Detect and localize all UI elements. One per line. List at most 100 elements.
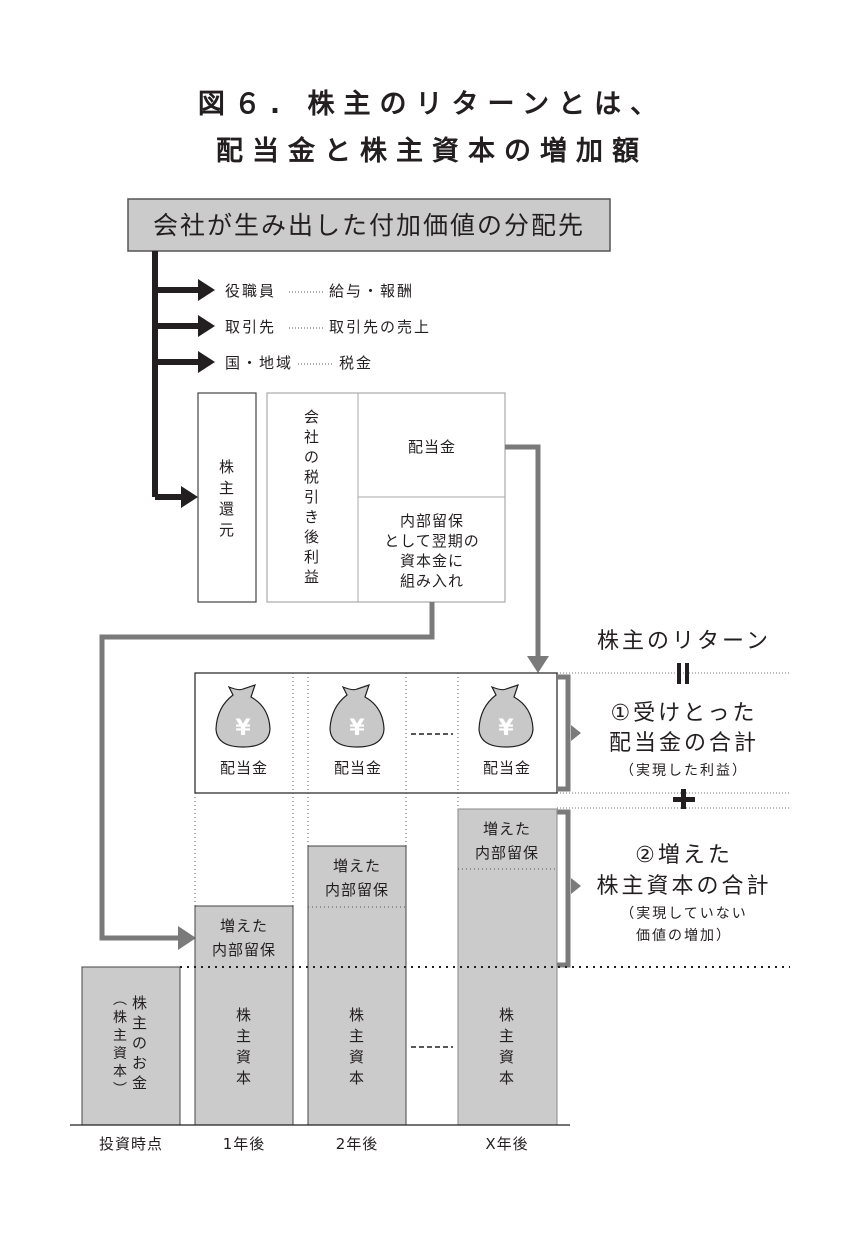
arrow-right-icon (178, 926, 196, 950)
svg-text:資: 資 (113, 1046, 129, 1062)
bar-initial: 株 主 の お 金 ︵ 株 主 資 本 ︶ (81, 966, 181, 1126)
svg-text:株: 株 (113, 1010, 129, 1026)
item-salary: 給与・報酬 (329, 282, 414, 300)
branch-shareholders (155, 486, 198, 508)
svg-text:利: 利 (304, 548, 320, 566)
retained-flow-arrow (99, 602, 435, 941)
timeline-label-year2: 2年後 (336, 1135, 379, 1153)
component2-note1: （実現していない (620, 906, 748, 922)
arrow-right-icon (198, 279, 215, 301)
dividend-label-year1: 配当金 (220, 759, 268, 777)
svg-text:資: 資 (236, 1048, 252, 1066)
svg-text:︶: ︶ (113, 1082, 129, 1098)
svg-text:主: 主 (499, 1027, 515, 1045)
svg-text:本: 本 (499, 1069, 515, 1087)
svg-text:資: 資 (499, 1048, 515, 1066)
arrow-right-icon (198, 351, 215, 373)
svg-text:金: 金 (132, 1074, 148, 1092)
component2-line2: 株主資本の合計 (596, 874, 771, 899)
timeline-label-yearx: X年後 (485, 1135, 528, 1153)
recipient-suppliers: 取引先 (225, 318, 276, 336)
plus-icon (673, 789, 695, 809)
header-box (127, 198, 611, 252)
equity-label-yearx: 株 主 資 本 (499, 1006, 515, 1087)
svg-text:として翌期の: として翌期の (384, 532, 480, 550)
component1-line1: ①受けとった (610, 701, 757, 726)
equals-icon (677, 663, 689, 684)
dividend-cell: 配当金 (408, 438, 456, 456)
increased-retained-line1: 増えた (483, 820, 531, 838)
recipient-government: 国・地域 (225, 354, 293, 372)
item-sales: 取引先の売上 (329, 318, 431, 336)
arrow-right-icon (571, 878, 581, 894)
svg-text:き: き (304, 508, 320, 526)
timeline-label-year1: 1年後 (223, 1135, 266, 1153)
svg-text:社: 社 (304, 428, 320, 446)
component1-note: （実現した利益） (620, 763, 748, 779)
svg-text:株: 株 (219, 458, 235, 476)
header-box-label: 会社が生み出した付加価値の分配先 (153, 211, 585, 240)
svg-text:本: 本 (113, 1064, 129, 1080)
svg-text:組み入れ: 組み入れ (400, 572, 464, 590)
title-line2: 配当金と株主資本の増加額 (216, 135, 648, 167)
bar-year1: 増えた 内部留保 (194, 905, 294, 1126)
svg-text:株: 株 (499, 1006, 515, 1024)
bracket-equity (557, 809, 571, 968)
svg-text:資: 資 (349, 1048, 365, 1066)
svg-text:の: の (304, 448, 320, 466)
svg-text:会: 会 (304, 408, 320, 426)
increased-retained-line2: 内部留保 (325, 881, 389, 899)
svg-text:税: 税 (304, 468, 320, 486)
return-label: 株主のリターン (597, 629, 771, 654)
item-tax: 税金 (339, 354, 373, 372)
svg-text:お: お (132, 1054, 148, 1072)
increased-retained-line2: 内部留保 (212, 941, 276, 959)
arrow-right-icon (571, 725, 581, 741)
shareholder-return-box (197, 392, 257, 603)
svg-text:主: 主 (236, 1027, 252, 1045)
svg-text:元: 元 (219, 521, 235, 539)
retained-earnings-cell: 内部留保 として翌期の 資本金に 組み入れ (384, 512, 480, 590)
branch-government (155, 351, 215, 373)
bar-year2: 増えた 内部留保 (307, 845, 407, 1126)
dividend-label-yearx: 配当金 (483, 759, 531, 777)
branch-employees (155, 279, 215, 301)
arrow-down-icon (527, 656, 549, 673)
component2-note2: 価値の増加） (636, 928, 732, 944)
equity-label-year1: 株 主 資 本 (236, 1006, 252, 1087)
increased-retained-line1: 増えた (333, 857, 381, 875)
initial-money-label: 株 主 の お 金 ︵ 株 主 資 本 ︶ (113, 992, 148, 1098)
svg-text:︵: ︵ (113, 992, 129, 1008)
svg-text:主: 主 (132, 1014, 148, 1032)
svg-text:株: 株 (236, 1006, 252, 1024)
shareholder-return-label: 株 主 還 元 (219, 458, 235, 539)
svg-text:主: 主 (349, 1027, 365, 1045)
component1-line2: 配当金の合計 (609, 731, 759, 756)
equity-label-year2: 株 主 資 本 (349, 1006, 365, 1087)
svg-text:後: 後 (304, 528, 320, 546)
dividend-label-year2: 配当金 (334, 759, 382, 777)
increased-retained-line2: 内部留保 (475, 844, 539, 862)
svg-text:内部留保: 内部留保 (400, 512, 464, 530)
svg-text:本: 本 (236, 1069, 252, 1087)
svg-text:主: 主 (113, 1028, 129, 1044)
svg-text:引: 引 (304, 488, 320, 506)
arrow-right-icon (181, 486, 198, 508)
svg-text:株: 株 (349, 1006, 365, 1024)
svg-text:益: 益 (304, 568, 320, 586)
arrow-right-icon (198, 315, 215, 337)
component2-line1: ②増えた (635, 843, 733, 868)
increased-retained-line1: 増えた (220, 917, 268, 935)
branch-suppliers (155, 315, 215, 337)
timeline-label-investment: 投資時点 (99, 1135, 163, 1153)
svg-text:株: 株 (132, 994, 148, 1012)
svg-text:の: の (132, 1034, 148, 1052)
svg-text:主: 主 (219, 479, 235, 497)
svg-text:資本金に: 資本金に (400, 552, 464, 570)
title-line1: 図６. 株主のリターンとは、 (198, 89, 666, 120)
bracket-dividends (557, 674, 571, 792)
after-tax-profit-label: 会 社 の 税 引 き 後 利 益 (304, 408, 320, 586)
recipient-employees: 役職員 (225, 282, 276, 300)
svg-text:本: 本 (349, 1069, 365, 1087)
